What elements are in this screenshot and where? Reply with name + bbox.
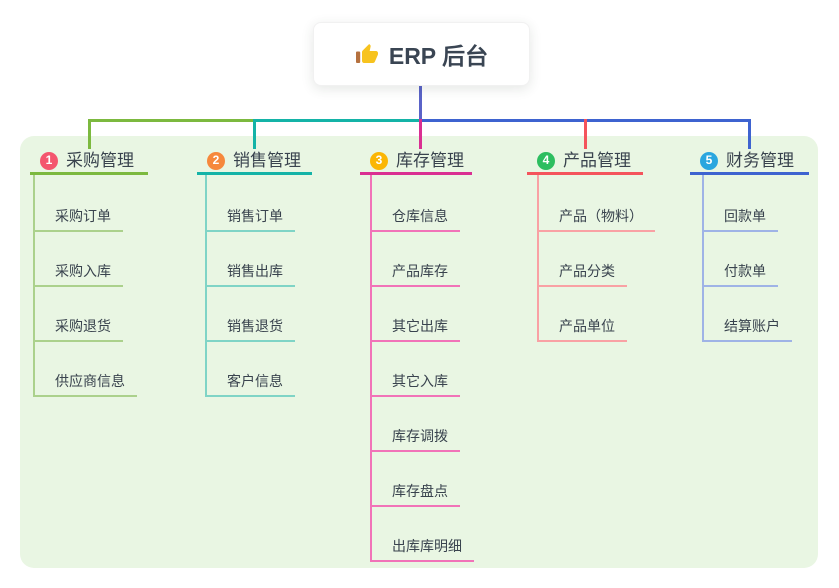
leaf-node[interactable]: 产品单位 <box>537 316 627 342</box>
branch-label: 产品管理 <box>563 151 631 170</box>
leaf-node[interactable]: 付款单 <box>702 261 778 287</box>
leaf-node[interactable]: 库存盘点 <box>370 481 460 507</box>
thumbs-up-icon <box>355 42 379 66</box>
branch-number-badge: 4 <box>537 151 555 170</box>
branch-number-badge: 2 <box>207 151 225 170</box>
connector-line <box>419 119 422 149</box>
connector-line <box>584 119 587 149</box>
branch-label: 库存管理 <box>396 151 464 170</box>
branch-label: 销售管理 <box>233 151 301 170</box>
branch-node-1[interactable]: 1 采购管理 <box>30 149 148 175</box>
leaf-node[interactable]: 采购退货 <box>33 316 123 342</box>
connector-line <box>419 84 422 119</box>
connector-line <box>537 175 539 342</box>
leaf-node[interactable]: 库存调拨 <box>370 426 460 452</box>
leaf-node[interactable]: 客户信息 <box>205 371 295 397</box>
leaf-node[interactable]: 销售退货 <box>205 316 295 342</box>
connector-line <box>88 119 91 149</box>
branch-node-3[interactable]: 3 库存管理 <box>360 149 472 175</box>
branch-number-badge: 5 <box>700 151 718 170</box>
leaf-node[interactable]: 销售出库 <box>205 261 295 287</box>
leaf-node[interactable]: 产品库存 <box>370 261 460 287</box>
connector-line <box>253 119 419 122</box>
branch-node-5[interactable]: 5 财务管理 <box>690 149 809 175</box>
leaf-node[interactable]: 其它出库 <box>370 316 460 342</box>
branch-label: 采购管理 <box>66 151 134 170</box>
leaf-node[interactable]: 结算账户 <box>702 316 792 342</box>
leaf-node[interactable]: 其它入库 <box>370 371 460 397</box>
leaf-node[interactable]: 销售订单 <box>205 206 295 232</box>
branch-number-badge: 3 <box>370 151 388 170</box>
content-panel <box>20 136 818 568</box>
connector-line <box>748 119 751 149</box>
branch-node-2[interactable]: 2 销售管理 <box>197 149 312 175</box>
leaf-node[interactable]: 采购入库 <box>33 261 123 287</box>
root-node[interactable]: ERP 后台 <box>313 22 530 86</box>
connector-line <box>370 175 372 562</box>
leaf-node[interactable]: 出库库明细 <box>370 536 474 562</box>
leaf-node[interactable]: 产品分类 <box>537 261 627 287</box>
leaf-node[interactable]: 供应商信息 <box>33 371 137 397</box>
leaf-node[interactable]: 仓库信息 <box>370 206 460 232</box>
connector-line <box>253 119 256 149</box>
leaf-node[interactable]: 采购订单 <box>33 206 123 232</box>
leaf-node[interactable]: 产品（物料） <box>537 206 655 232</box>
branch-number-badge: 1 <box>40 151 58 170</box>
branch-node-4[interactable]: 4 产品管理 <box>527 149 643 175</box>
branch-label: 财务管理 <box>726 151 794 170</box>
root-title: ERP 后台 <box>388 43 489 69</box>
connector-line <box>702 175 704 342</box>
leaf-node[interactable]: 回款单 <box>702 206 778 232</box>
connector-line <box>88 119 253 122</box>
